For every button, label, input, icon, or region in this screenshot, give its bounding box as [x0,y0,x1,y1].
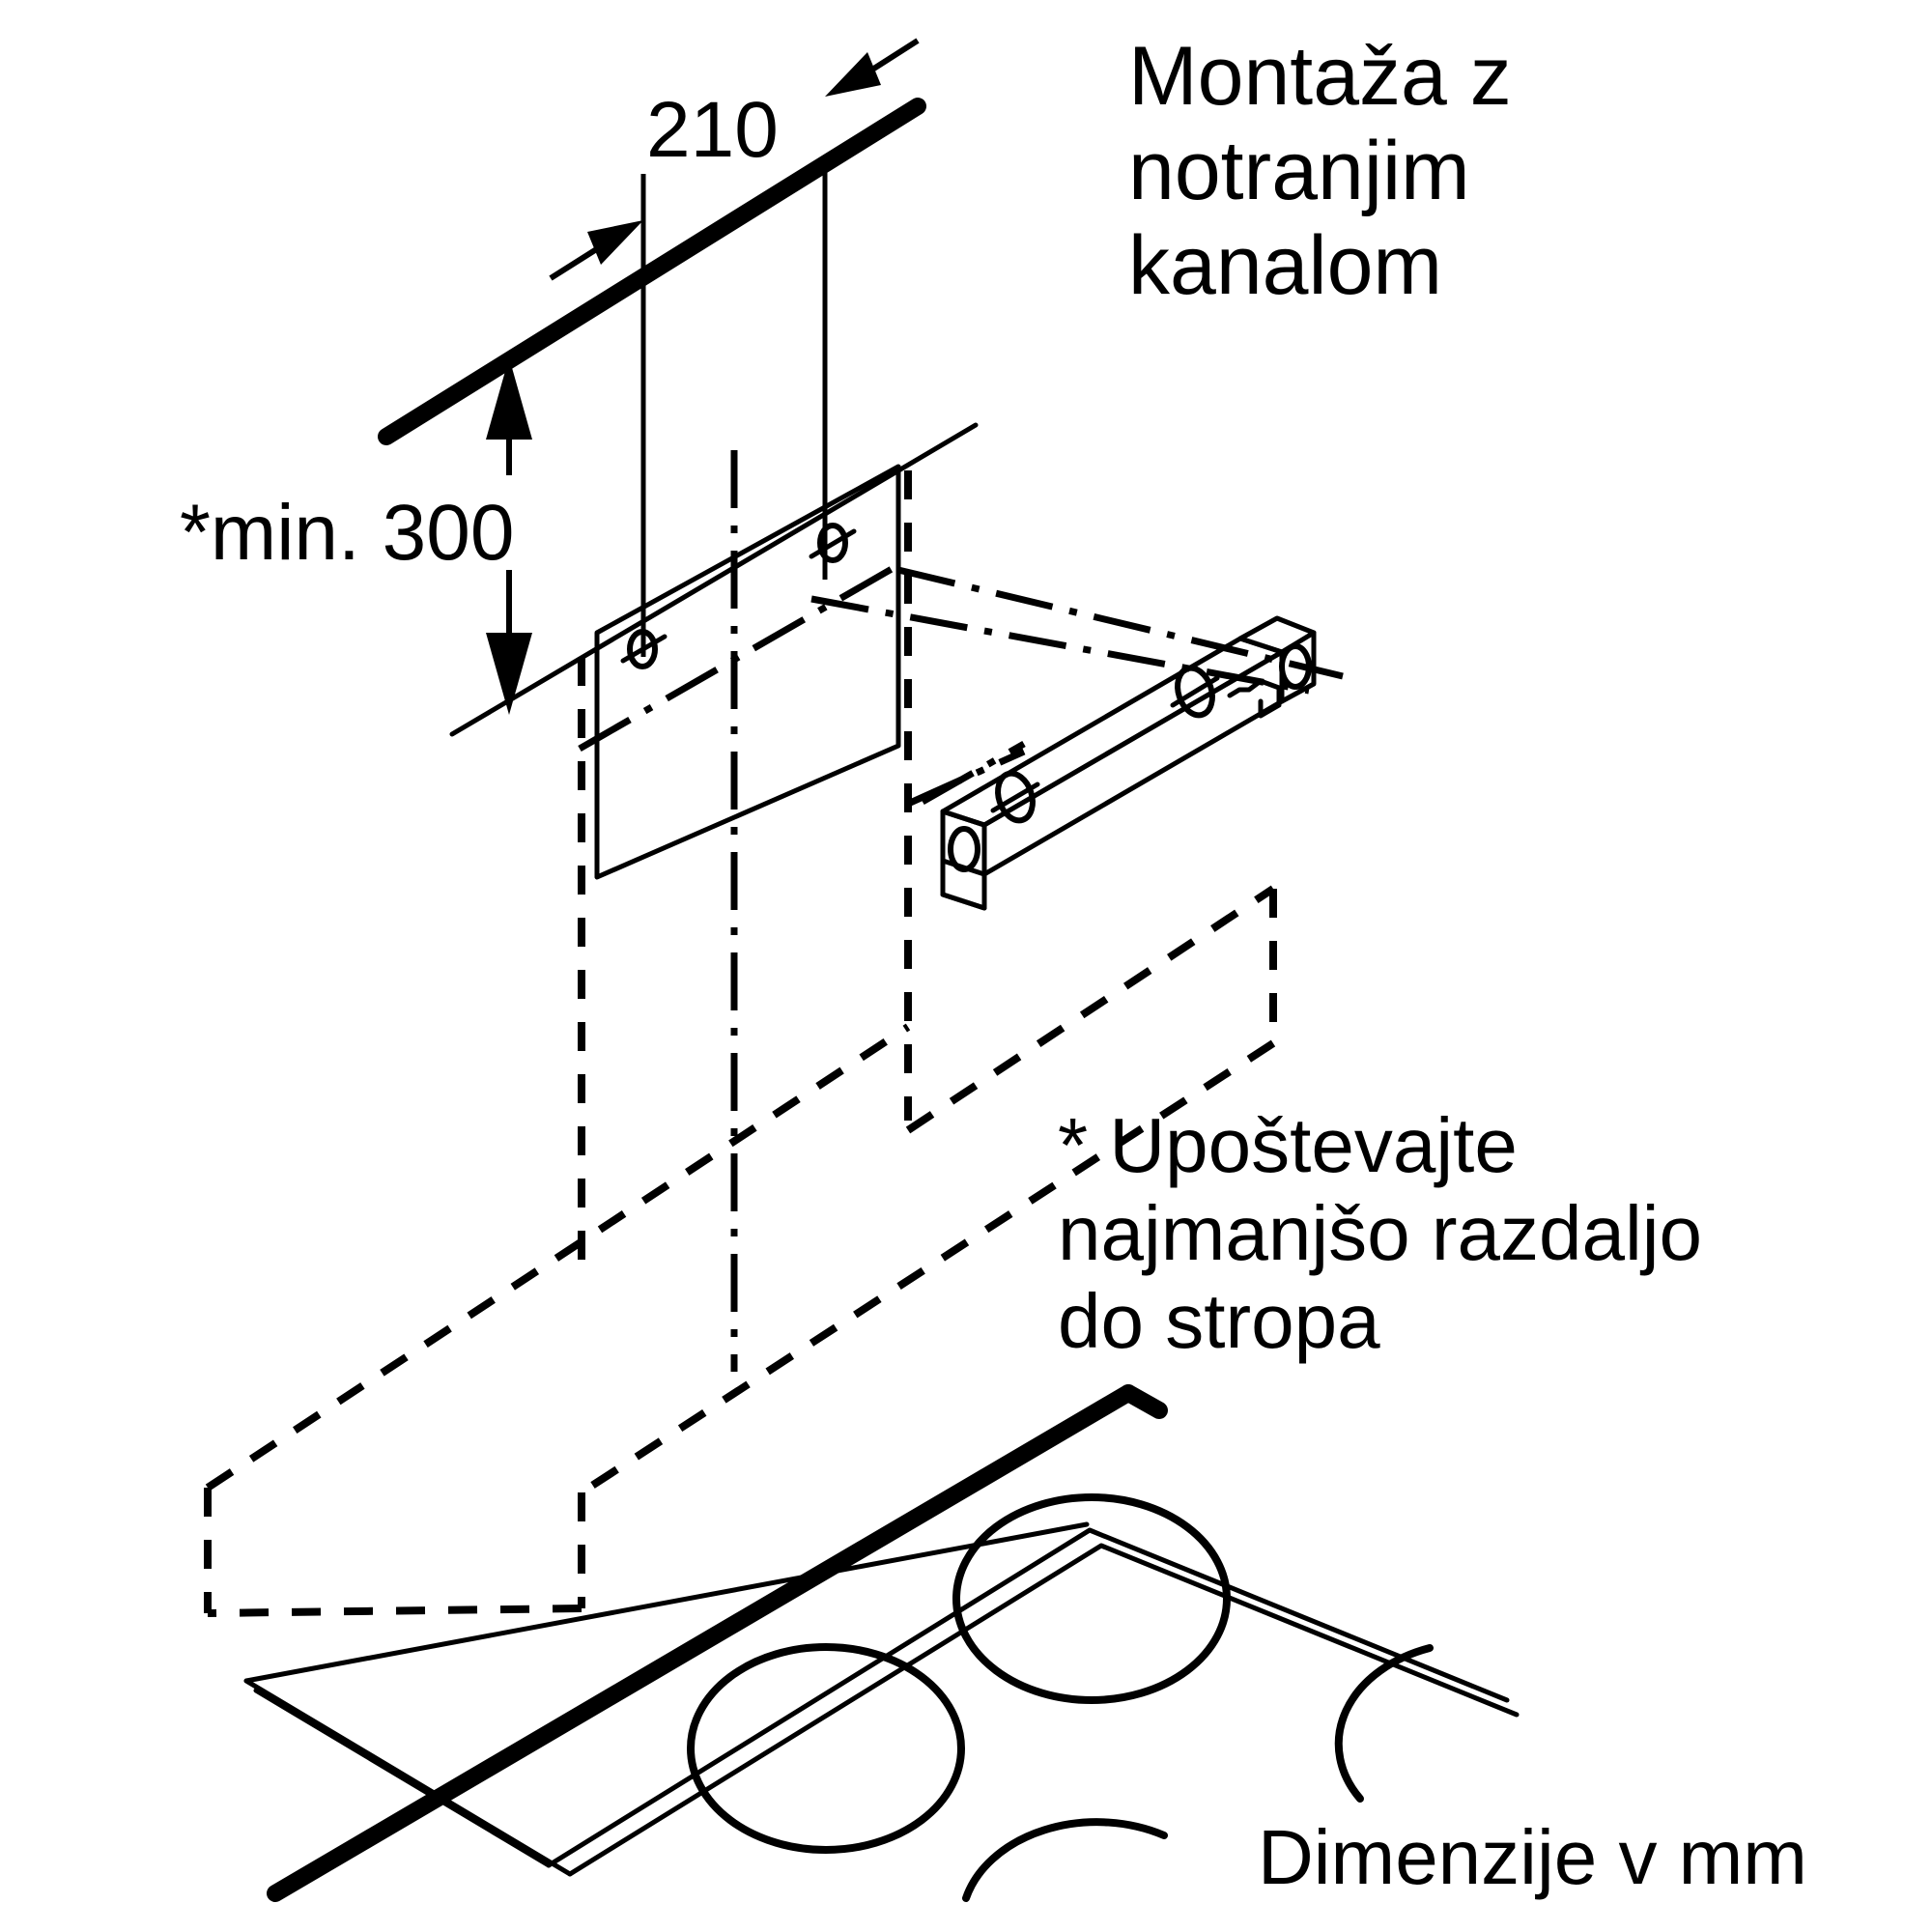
cooktop-back-wall-right [1120,1384,1168,1419]
hood-hidden-outline-group [204,885,1277,1617]
cooktop-frame-back-left [243,1521,1090,1684]
cooktop-frame-outer [546,1527,1510,1868]
ceiling-line-group [378,98,926,445]
dim-300-arrowhead-up [486,357,532,440]
bracket-hole-tick-top-right [1170,675,1220,708]
dim-300-arrowhead-down [486,633,532,715]
ceiling-edge-line [378,98,926,445]
units-note: Dimenzije v mm [1258,1814,1807,1900]
bracket-hole-top-left [995,770,1036,824]
title-line-1: Montaža z [1128,30,1512,123]
wall-plate-hole-tick-upper [809,528,857,559]
dim-210-arrowhead-right [825,52,881,97]
hood-outline-top-right-edge [905,885,1276,1134]
cooktop-frame-inner [567,1543,1520,1877]
cooktop-burner-front-right-partial [962,1818,1168,1902]
cooktop-group [243,1384,1520,1902]
wall-plate-hole-lower [627,629,658,669]
dimension-label-210: 210 [646,86,779,174]
wall-plate-hole-upper [817,523,848,563]
bracket-hole-tick-top-left [990,781,1040,813]
footnote-line-1: * Upoštevajte [1058,1102,1518,1188]
plate-horizontal-centre-line [578,561,900,753]
wall-plate-hole-tick-lower [620,634,668,664]
dimension-210-group [549,38,920,657]
bracket-hole-top-right [1175,665,1215,719]
bracket-rail-outline [1227,678,1282,719]
cooktop-back-wall-left [267,1384,1137,1902]
cooktop-frame-left-edge [253,1688,552,1868]
cooktop-burner-rear-right-partial [1334,1644,1434,1803]
bracket-to-plate-leader-upper [897,566,1344,680]
bracket-front-long-edge [981,649,1285,828]
bracket-axis-centre-line [810,595,1310,695]
footnote-line-3: do stropa [1058,1278,1380,1365]
wall-plate-top-ref-line [449,422,979,737]
dimension-min300-group [486,357,532,715]
cooktop-frame-left-edge-inner [243,1678,573,1877]
cooktop-burner-rear [952,1493,1231,1704]
mounting-bracket-group [897,566,1344,911]
wall-mounting-plate-group [449,422,979,880]
title-line-3: kanalom [1128,219,1443,313]
bracket-hole-flange-left [948,826,980,872]
hood-outline-mid-diagonal [579,1039,1276,1496]
dimension-label-min-300: *min. 300 [180,489,515,577]
dim-210-arrowhead-left [587,220,643,265]
duct-hidden-outline-group [578,470,912,1280]
hood-outline-bottom-diagonal [207,1605,582,1617]
bracket-flange-left-lower-edge [940,892,987,911]
hood-outline-front-diagonal [205,1023,911,1492]
bracket-front-bottom-edge [981,698,1285,877]
footnote-line-2: najmanjšo razdaljo [1058,1190,1703,1277]
wall-plate-outline [594,464,901,880]
cooktop-burner-front-left [687,1643,965,1854]
bracket-to-plate-leader-lower [906,748,1026,808]
title-line-2: notranjim [1128,125,1470,218]
